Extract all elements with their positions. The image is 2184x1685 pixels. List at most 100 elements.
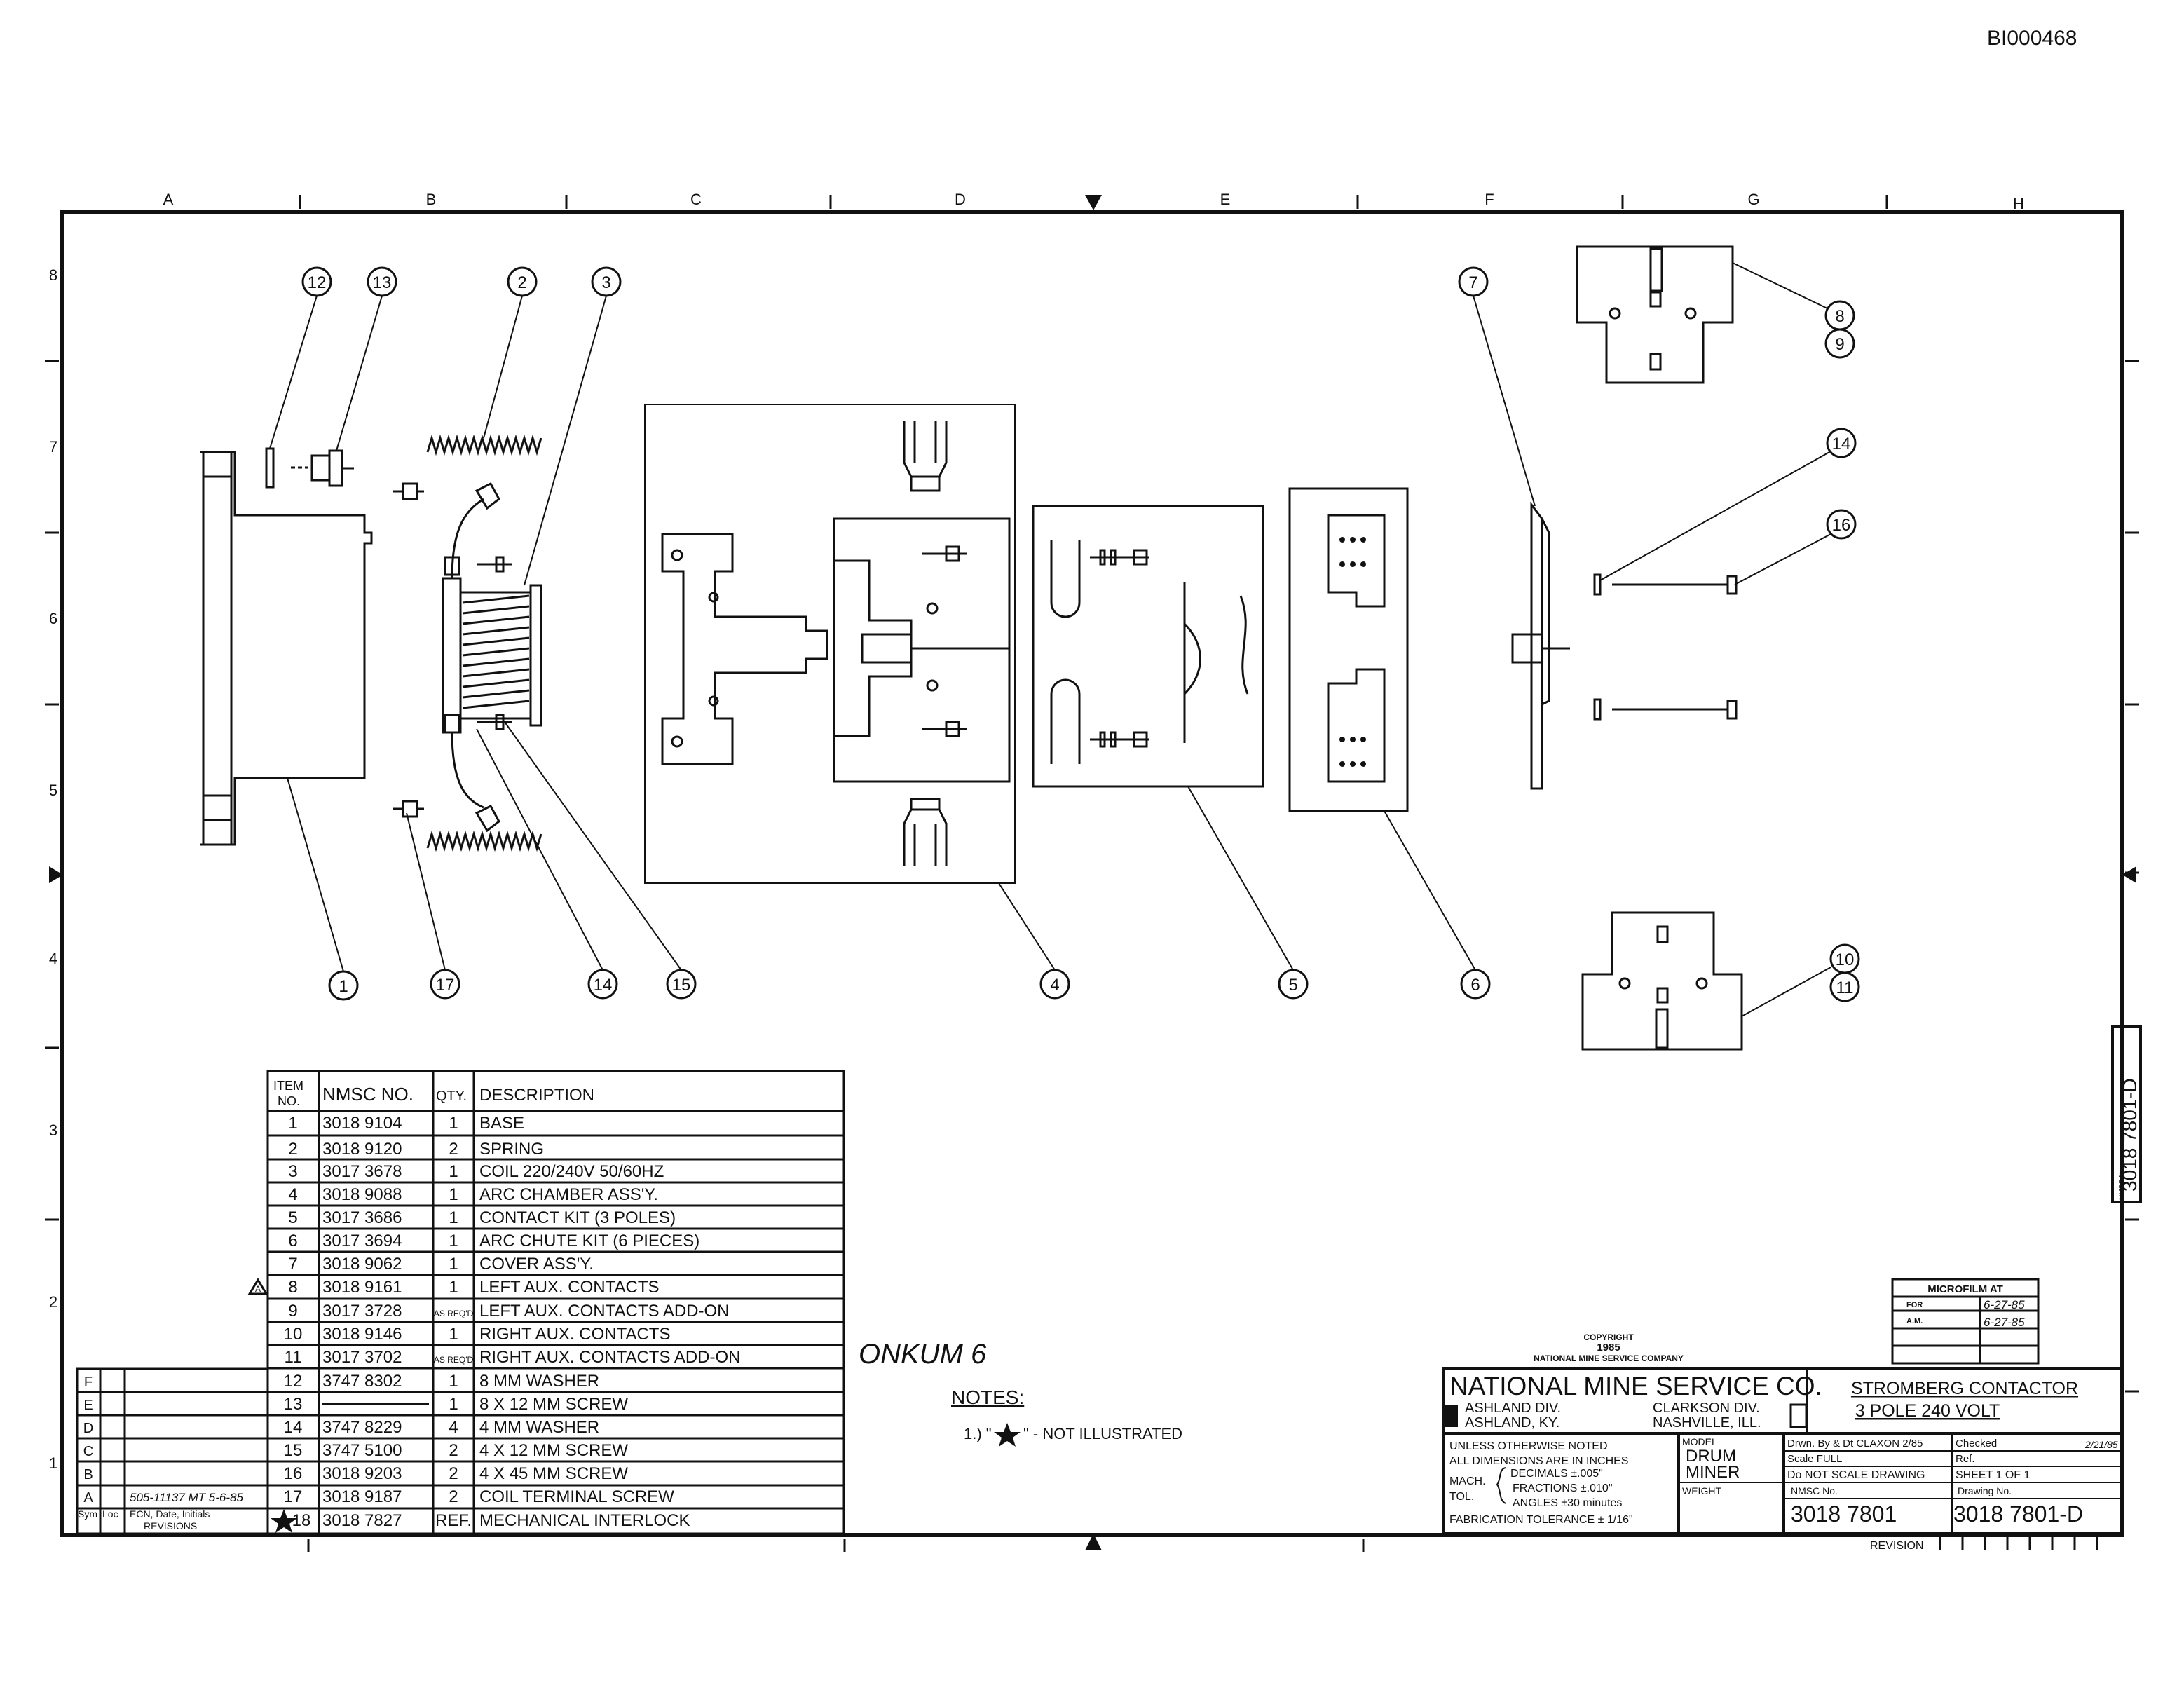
svg-text:6: 6	[1470, 976, 1480, 995]
svg-text:14: 14	[594, 976, 613, 995]
zone-number: 4	[49, 950, 57, 967]
tolerance-mach: MACH.	[1449, 1475, 1486, 1487]
row-desc: 4 X 45 MM SCREW	[479, 1464, 628, 1483]
copyright-line2: 1985	[1597, 1342, 1620, 1353]
svg-text:1: 1	[339, 977, 348, 996]
note-1-suffix: " - NOT ILLUSTRATED	[1023, 1425, 1182, 1442]
checked-date: 2/21/85	[2084, 1439, 2118, 1450]
leader-lines	[269, 262, 1831, 1017]
center-arrow-left	[49, 866, 63, 883]
row-desc: CONTACT KIT (3 POLES)	[479, 1208, 676, 1227]
header-item-line1: ITEM	[273, 1079, 303, 1093]
zone-number: 5	[49, 782, 57, 799]
row-item: 4	[288, 1185, 297, 1204]
row-qty: 1	[449, 1325, 458, 1344]
revision-flag-icon	[247, 1278, 268, 1295]
svg-text:15: 15	[672, 976, 691, 995]
drawing-border	[60, 210, 2124, 1537]
balloon-14-bottom: 14	[587, 969, 618, 1000]
tolerance-fractions: FRACTIONS ±.010"	[1513, 1482, 1613, 1494]
row-qty: 2	[449, 1464, 458, 1483]
row-qty: 1	[449, 1162, 458, 1181]
svg-text:10: 10	[1836, 950, 1855, 969]
row-qty: AS REQ'D	[434, 1309, 474, 1318]
svg-text:11: 11	[1836, 978, 1854, 997]
svg-text:5: 5	[1288, 976, 1297, 995]
revision-letters: F E D C B A	[83, 1374, 94, 1506]
svg-text:8: 8	[1835, 307, 1844, 326]
division-left-2: ASHLAND, KY.	[1465, 1415, 1559, 1431]
model-label: MODEL	[1682, 1436, 1717, 1447]
spring-lower	[426, 830, 542, 852]
row-desc: SPRING	[479, 1140, 544, 1159]
checked-label: Checked	[1956, 1438, 1997, 1449]
tolerance-tol: TOL.	[1449, 1491, 1474, 1503]
zone-number: 1	[49, 1454, 57, 1472]
row-item: 17	[284, 1487, 303, 1506]
zone-letter: E	[1220, 191, 1231, 208]
center-arrow-top	[1085, 195, 1102, 210]
row-qty: 1	[449, 1185, 458, 1204]
drawing-number-label: Drawing No.	[1958, 1485, 2012, 1496]
row-item: 18	[292, 1511, 311, 1530]
row-desc: 8 X 12 MM SCREW	[479, 1395, 628, 1414]
nmsc-number-value: 3018 7801	[1791, 1501, 1897, 1527]
zone-number: 6	[49, 610, 57, 627]
microfilm-row1-value: 6-27-85	[1984, 1298, 2025, 1311]
balloon-1: 1	[328, 970, 359, 1001]
row-nmsc: 3018 9120	[322, 1140, 402, 1159]
contact-kit	[1032, 505, 1264, 788]
revision-flag-letter: A	[255, 1284, 261, 1294]
row-qty: 1	[449, 1255, 458, 1274]
tolerance-fabrication: FABRICATION TOLERANCE ± 1/16"	[1449, 1514, 1633, 1526]
zone-ticks-side	[45, 360, 2139, 1552]
parts-list-table	[266, 1070, 845, 1535]
title-block-marker	[1445, 1405, 1458, 1427]
division-left-1: ASHLAND DIV.	[1465, 1400, 1561, 1416]
row-qty: REF.	[435, 1511, 472, 1530]
row-nmsc: 3017 3678	[322, 1162, 402, 1181]
row-desc: 4 MM WASHER	[479, 1418, 599, 1437]
svg-text:14: 14	[1832, 435, 1851, 453]
header-item-line2: NO.	[278, 1094, 300, 1108]
row-desc: COIL 220/240V 50/60HZ	[479, 1162, 664, 1181]
row-item: 13	[284, 1395, 303, 1414]
washer-screw-parts	[265, 447, 354, 489]
row-qty: 2	[449, 1140, 458, 1159]
zone-ticks-top	[299, 195, 1888, 209]
balloon-5: 5	[1278, 969, 1309, 1000]
row-qty: 2	[449, 1487, 458, 1506]
coil-part	[442, 482, 542, 833]
row-desc: BASE	[479, 1114, 524, 1133]
balloon-13: 13	[367, 266, 397, 297]
revision-header-sym: Sym	[78, 1508, 97, 1520]
row-item: 15	[284, 1441, 303, 1460]
row-item: 8	[288, 1278, 297, 1297]
revision-strip	[1939, 1535, 2098, 1550]
document-id: BI000468	[1987, 27, 2077, 50]
svg-text:16: 16	[1832, 516, 1851, 535]
division-right-1: CLARKSON DIV.	[1653, 1400, 1760, 1416]
row-qty: 1	[449, 1395, 458, 1414]
side-tab	[2111, 1025, 2142, 1203]
notes-title: NOTES:	[951, 1386, 1024, 1408]
copyright-line1: COPYRIGHT	[1583, 1332, 1634, 1342]
balloons: 12 13 2 3 7 8 9 14 16 1 17 14 15 4 5 6 1…	[301, 266, 1860, 1002]
row-qty: 1	[449, 1232, 458, 1250]
row-qty: 2	[449, 1441, 458, 1460]
revision-block	[76, 1367, 269, 1535]
row-item: 10	[284, 1325, 303, 1344]
zone-number: 3	[49, 1121, 57, 1139]
title-block	[1442, 1367, 2124, 1535]
balloon-3: 3	[591, 266, 622, 297]
base-part	[200, 451, 373, 846]
row-item: 11	[285, 1348, 302, 1367]
row-nmsc: 3017 3694	[322, 1232, 402, 1250]
weight-label: WEIGHT	[1682, 1485, 1721, 1496]
sheet: SHEET 1 OF 1	[1956, 1469, 2031, 1481]
revision-letter: F	[84, 1374, 93, 1390]
svg-text:4: 4	[1050, 976, 1059, 995]
scale: Scale FULL	[1787, 1453, 1842, 1465]
do-not-scale: Do NOT SCALE DRAWING	[1787, 1469, 1925, 1481]
arc-chamber-assembly	[644, 404, 1016, 884]
